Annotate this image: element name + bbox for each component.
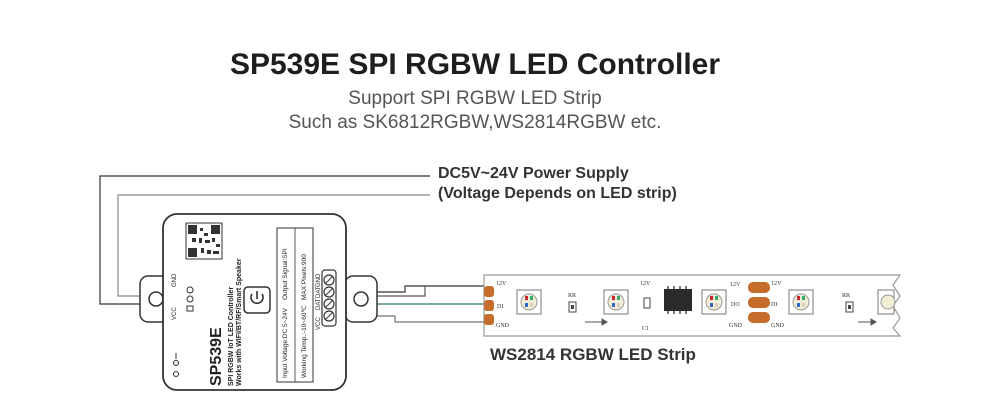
led — [877, 289, 896, 315]
pad-label-di: DI — [497, 304, 503, 310]
qr-code-icon — [185, 222, 223, 260]
power-button[interactable] — [243, 286, 271, 314]
certification-icons — [186, 286, 194, 312]
subtitle-line-1: Support SPI RGBW LED Strip — [348, 88, 602, 109]
spec-max-pixels: MAX Pixels:900 — [301, 254, 308, 300]
capacitor-label: C1 — [642, 326, 649, 332]
pad-label-12v: 12V — [730, 282, 741, 288]
terminal-label-dat-2: DAT — [316, 298, 322, 310]
resistor-label: RR — [842, 293, 850, 299]
power-wires — [99, 175, 430, 305]
led — [603, 289, 629, 315]
pad-label-gnd: GND — [496, 323, 510, 329]
pad-label-di: DI — [771, 302, 777, 308]
spec-output-signal: Output Signal:SPI — [282, 248, 289, 300]
spec-working-temp: Working Temp.:-10~60℃ — [301, 305, 308, 378]
strip-leds — [516, 289, 896, 315]
subtitle-line-2: Such as SK6812RGBW,WS2814RGBW etc. — [288, 112, 662, 133]
pad-label-12v: 12V — [496, 281, 507, 287]
screw-terminals — [321, 269, 337, 327]
led — [788, 289, 814, 315]
power-icon — [250, 293, 264, 305]
terminal-label-gnd-left: GND — [172, 273, 178, 287]
controller-desc-2: Works with WIFI/BT/RF/Smart Speaker — [236, 258, 243, 386]
terminal-label-dat-1: DAT — [316, 286, 322, 298]
pad-label-12v: 12V — [771, 281, 782, 287]
strip-pads — [484, 282, 770, 325]
capacitor — [643, 297, 651, 309]
power-supply-note: (Voltage Depends on LED strip) — [438, 185, 677, 202]
direction-arrows — [585, 318, 877, 326]
driver-chip — [664, 289, 692, 311]
power-supply-label: DC5V~24V Power Supply — [438, 165, 629, 182]
terminal-label-vcc-left: VCC — [172, 307, 178, 320]
resistors — [568, 297, 854, 313]
strip-label: WS2814 RGBW LED Strip — [490, 345, 696, 364]
pad-label-gnd: GND — [771, 323, 785, 329]
terminal-label-gnd-right: GND — [316, 273, 322, 287]
led — [701, 289, 727, 315]
pad-label-do: DO — [731, 302, 740, 308]
page-title: SP539E SPI RGBW LED Controller — [229, 48, 721, 81]
input-symbols — [173, 353, 179, 377]
pad-label-12v: 12V — [640, 281, 651, 287]
controller-desc-1: SPI RGBW IoT LED Controller — [228, 287, 235, 386]
terminal-label-vcc-right: VCC — [316, 317, 322, 330]
pad-label-gnd: GND — [729, 323, 743, 329]
controller-model: SP539E — [208, 327, 225, 386]
spec-input-voltage: Input Voltage:DC 5~24V — [282, 307, 289, 378]
resistor-label: RR — [568, 293, 576, 299]
led — [516, 289, 542, 315]
